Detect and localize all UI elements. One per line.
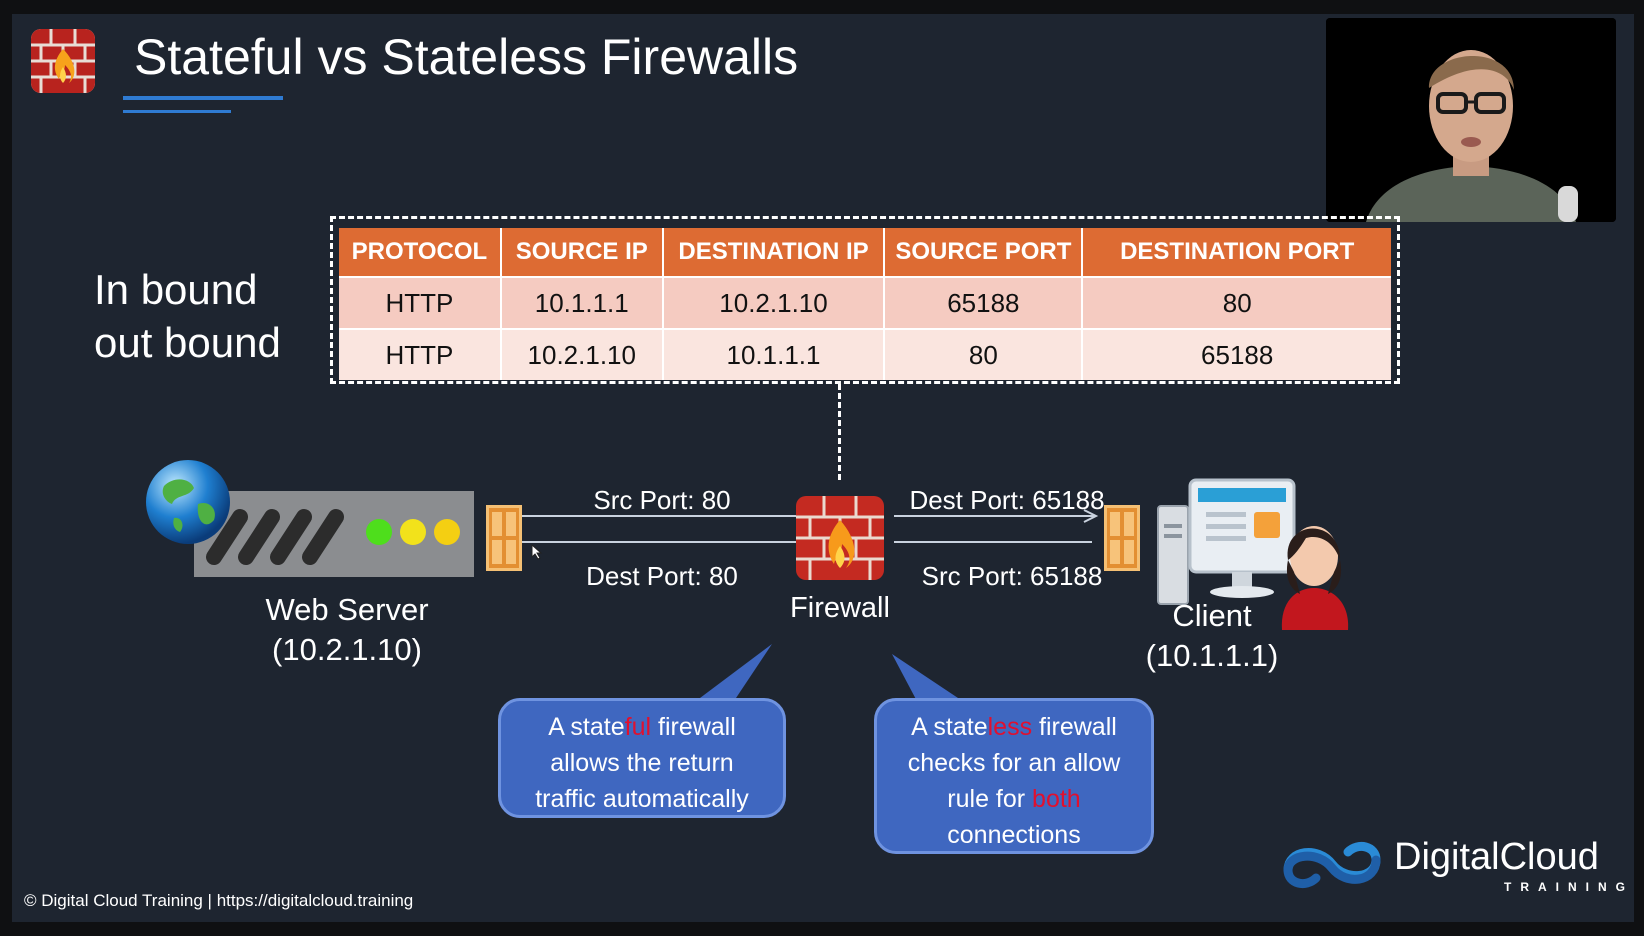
mouse-cursor-icon <box>531 543 543 560</box>
client-computer-icon <box>1154 476 1376 636</box>
table-cell: HTTP <box>339 328 502 380</box>
table-cell: 80 <box>884 328 1084 380</box>
left-top-port-label: Src Port: 80 <box>593 485 731 515</box>
rules-table-frame: PROTOCOL SOURCE IP DESTINATION IP SOURCE… <box>330 216 1400 384</box>
door-icon <box>1104 505 1140 571</box>
table-row: HTTP 10.1.1.1 10.2.1.10 65188 80 <box>339 276 1391 329</box>
digitalcloud-logo-icon <box>1278 832 1386 894</box>
column-header: SOURCE PORT <box>884 228 1084 277</box>
stateless-callout-line1: A stateless firewall <box>911 713 1117 741</box>
firewall-icon <box>794 494 886 582</box>
page-title: Stateful vs Stateless Firewalls <box>134 29 799 85</box>
table-row: HTTP 10.2.1.10 10.1.1.1 80 65188 <box>339 328 1391 380</box>
web-server-ip: (10.2.1.10) <box>272 632 422 667</box>
client-ip: (10.1.1.1) <box>1145 638 1279 673</box>
column-header: DESTINATION PORT <box>1082 228 1391 277</box>
brand-name: DigitalCloud <box>1394 836 1599 878</box>
copyright-footer: © Digital Cloud Training | https://digit… <box>24 891 414 910</box>
stateless-callout-line2: checks for an allow <box>907 749 1121 777</box>
title-underline <box>123 96 283 100</box>
title-underline-secondary <box>123 110 231 113</box>
status-light-icon <box>434 519 460 545</box>
table-cell: 65188 <box>884 276 1084 329</box>
traffic-lines <box>522 509 1099 543</box>
slide: Stateful vs Stateless Firewalls In bound… <box>12 14 1634 922</box>
table-cell: 10.1.1.1 <box>500 276 664 329</box>
outbound-label: out bound <box>94 319 281 366</box>
door-icon <box>486 505 522 571</box>
firewall-label: Firewall <box>790 592 890 624</box>
web-server-label: Web Server <box>265 592 429 627</box>
presenter-video <box>1326 18 1616 222</box>
rules-table: PROTOCOL SOURCE IP DESTINATION IP SOURCE… <box>339 228 1391 380</box>
right-bottom-port-label: Src Port: 65188 <box>921 561 1103 591</box>
column-header: DESTINATION IP <box>662 228 886 277</box>
status-light-icon <box>366 519 392 545</box>
column-header: SOURCE IP <box>500 228 664 277</box>
table-cell: 10.2.1.10 <box>662 276 886 329</box>
column-header: PROTOCOL <box>339 228 502 277</box>
stateful-callout: A stateful firewall allows the return tr… <box>498 698 786 818</box>
status-light-icon <box>400 519 426 545</box>
stateful-callout-line1: A stateful firewall <box>548 713 736 741</box>
firewall-title-icon <box>31 29 95 93</box>
stateless-callout-line3: rule for both <box>947 785 1081 813</box>
left-bottom-port-label: Dest Port: 80 <box>586 561 738 591</box>
stateful-callout-line3: traffic automatically <box>535 785 749 813</box>
table-connector-line <box>838 384 841 480</box>
brand-tagline: TRAINING <box>1504 880 1634 894</box>
stateless-callout-line4: connections <box>947 821 1081 849</box>
table-cell: 10.1.1.1 <box>662 328 886 380</box>
table-header-row: PROTOCOL SOURCE IP DESTINATION IP SOURCE… <box>339 228 1391 277</box>
inbound-label: In bound <box>94 266 258 313</box>
table-cell: HTTP <box>339 276 502 329</box>
table-cell: 65188 <box>1082 328 1391 380</box>
client-label: Client <box>1172 598 1252 633</box>
right-top-port-label: Dest Port: 65188 <box>909 485 1105 515</box>
stateless-callout: A stateless firewall checks for an allow… <box>874 698 1154 854</box>
table-cell: 10.2.1.10 <box>500 328 664 380</box>
server-icon <box>194 491 474 577</box>
stateful-callout-line2: allows the return <box>550 749 734 777</box>
globe-icon <box>144 458 232 546</box>
table-cell: 80 <box>1082 276 1391 329</box>
